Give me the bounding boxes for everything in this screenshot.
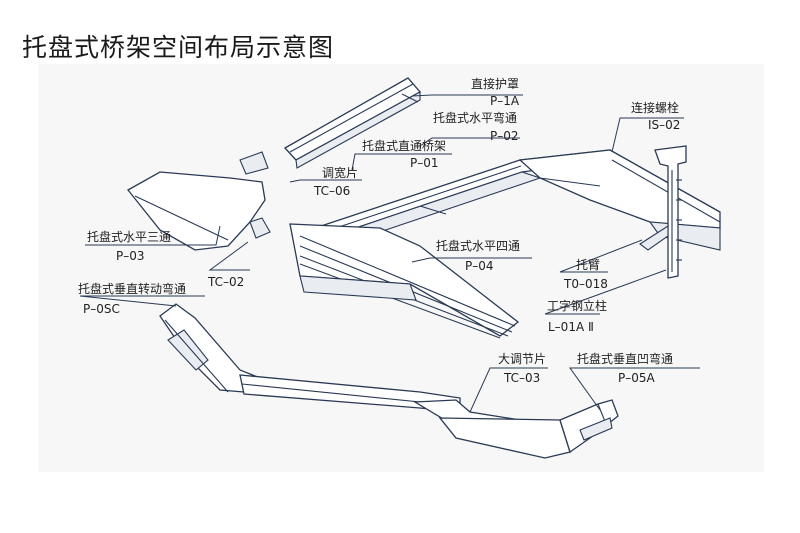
cover-plate bbox=[283, 77, 422, 169]
code-horizontal-elbow: P–02 bbox=[490, 129, 519, 143]
label-concave-elbow: 托盘式垂直凹弯通 bbox=[577, 351, 673, 366]
callout-horizontal-elbow: 托盘式水平弯通 P–02 bbox=[433, 110, 519, 143]
label-straight-tray: 托盘式直通桥架 bbox=[362, 138, 446, 153]
callout-vertical-turn: 托盘式垂直转动弯通 P–0SC bbox=[78, 281, 186, 316]
concave-elbow bbox=[438, 399, 619, 459]
label-direct-cover: 直接护罩 bbox=[471, 76, 519, 91]
callout-tc02: TC–02 bbox=[207, 275, 244, 289]
cross-fitting bbox=[289, 223, 520, 339]
page-title: 托盘式桥架空间布局示意图 bbox=[22, 33, 335, 62]
label-tee: 托盘式水平三通 bbox=[87, 229, 171, 244]
code-large-adjust: TC–03 bbox=[503, 371, 540, 385]
tee-fitting bbox=[127, 151, 271, 251]
horizontal-elbow bbox=[518, 149, 721, 251]
callout-bracket: 托臂 T0–018 bbox=[563, 258, 608, 291]
code-cross: P–04 bbox=[465, 259, 494, 273]
label-vertical-turn: 托盘式垂直转动弯通 bbox=[78, 281, 186, 296]
callout-straight-tray: 托盘式直通桥架 P–01 bbox=[362, 138, 446, 170]
code-vertical-turn: P–0SC bbox=[83, 302, 120, 316]
code-connect-bolt: IS–02 bbox=[648, 118, 680, 132]
code-straight-tray: P–01 bbox=[410, 156, 439, 170]
callout-large-adjust: 大调节片 TC–03 bbox=[498, 352, 546, 385]
column bbox=[639, 145, 687, 279]
leader-lines bbox=[79, 94, 700, 413]
callout-cross: 托盘式水平四通 P–04 bbox=[436, 238, 520, 273]
code-tc02: TC–02 bbox=[207, 275, 244, 289]
callout-concave-elbow: 托盘式垂直凹弯通 P–05A bbox=[577, 351, 673, 385]
callout-connect-bolt: 连接螺栓 IS–02 bbox=[631, 100, 680, 132]
code-width-plate: TC–06 bbox=[313, 184, 350, 198]
code-concave-elbow: P–05A bbox=[618, 371, 656, 385]
label-large-adjust: 大调节片 bbox=[498, 352, 546, 366]
callout-tee: 托盘式水平三通 P–03 bbox=[87, 229, 171, 263]
label-column: 工字钢立柱 bbox=[547, 298, 607, 313]
code-tee: P–03 bbox=[116, 249, 145, 263]
callout-column: 工字钢立柱 L–01A Ⅱ bbox=[547, 298, 607, 334]
label-cross: 托盘式水平四通 bbox=[436, 238, 520, 253]
code-direct-cover: P–1A bbox=[490, 94, 520, 108]
label-connect-bolt: 连接螺栓 bbox=[631, 100, 679, 115]
label-width-plate: 调宽片 bbox=[322, 165, 358, 180]
code-bracket: T0–018 bbox=[563, 277, 608, 291]
code-column: L–01A Ⅱ bbox=[548, 320, 594, 334]
callout-direct-cover: 直接护罩 P–1A bbox=[471, 76, 520, 108]
callout-width-plate: 调宽片 TC–06 bbox=[313, 165, 358, 198]
label-horizontal-elbow: 托盘式水平弯通 bbox=[433, 110, 517, 125]
label-bracket: 托臂 bbox=[576, 258, 600, 272]
